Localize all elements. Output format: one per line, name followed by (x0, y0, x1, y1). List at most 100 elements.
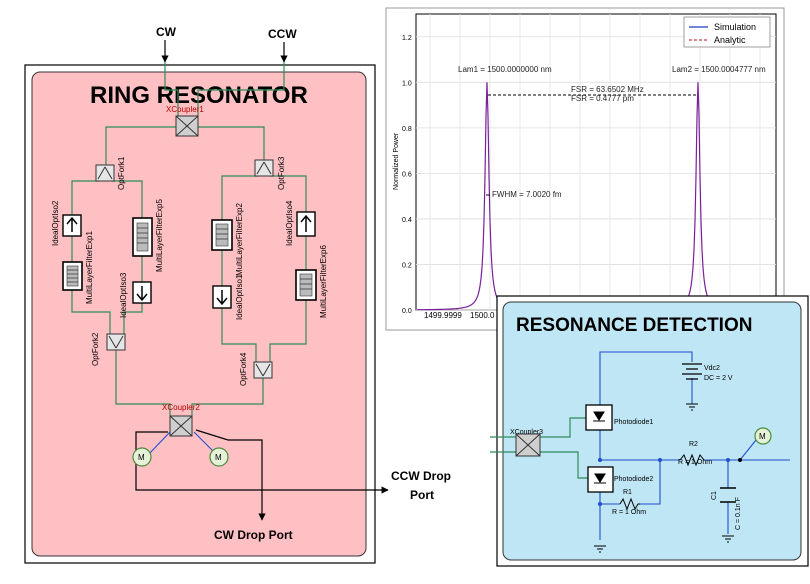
wire (105, 126, 176, 165)
isolator-3[interactable] (132, 281, 152, 304)
ground-icon (686, 403, 698, 411)
voltage-source[interactable] (682, 363, 702, 380)
y-tick-label: 0.8 (402, 126, 412, 133)
ring-inner-panel (31, 71, 367, 557)
photodiode-2-label: Photodiode2 (614, 476, 653, 483)
wire (115, 350, 171, 416)
optfork3[interactable] (254, 159, 274, 177)
legend-entry-analytic: Analytic (714, 35, 746, 45)
junction-dot (658, 458, 662, 462)
junction-dot (726, 458, 730, 462)
wire (270, 175, 307, 212)
resistor-r1[interactable] (619, 497, 640, 511)
power-meter-left[interactable]: M (132, 447, 152, 467)
r1-label: R1 (623, 489, 632, 496)
wire-meter-right (193, 431, 215, 453)
filter-6[interactable] (295, 269, 317, 301)
legend-box (683, 16, 771, 48)
power-meter-right[interactable]: M (209, 447, 229, 467)
optfork2[interactable] (106, 333, 126, 351)
optfork1[interactable] (95, 164, 115, 182)
y-tick-label: 1.0 (402, 80, 412, 87)
wire (599, 351, 693, 405)
photodiode-1-label: Photodiode1 (614, 419, 653, 426)
cw-input-label: CW (156, 25, 177, 39)
ground-icon (594, 545, 606, 553)
wire (600, 460, 661, 505)
ccw-drop-label-line1: CCW Drop (391, 469, 451, 483)
y-tick-label: 0.2 (402, 262, 412, 269)
optfork2-label: OptFork2 (91, 332, 100, 366)
wire (123, 303, 143, 334)
meter-label: M (759, 432, 766, 441)
wire (490, 417, 586, 438)
cw-drop-arrow (195, 429, 266, 521)
optfork4[interactable] (253, 361, 273, 379)
ground-icon (722, 535, 734, 543)
wire (71, 290, 111, 334)
meter-label: M (138, 453, 145, 462)
fsr-mhz-label: FSR = 63.6502 MHz (571, 85, 644, 94)
r1-value: R = 1 Ohm (612, 509, 646, 516)
y-tick-label: 0.4 (402, 217, 412, 224)
wire (221, 175, 258, 220)
detection-panel: RESONANCE DETECTION Vdc2 DC = 2 V Photod… (490, 295, 809, 567)
capacitor-c1[interactable] (720, 487, 736, 503)
resistor-r2[interactable] (679, 453, 705, 467)
isolator-2[interactable] (62, 214, 82, 237)
ring-title: RING RESONATOR (90, 82, 308, 109)
y-tick-label: 0.6 (402, 171, 412, 178)
xcoupler1[interactable] (175, 115, 199, 137)
optfork4-label: OptFork4 (239, 352, 248, 386)
photodiode-2[interactable] (587, 466, 614, 493)
xcoupler2-label: XCoupler2 (162, 403, 200, 412)
ccw-drop-label-line2: Port (410, 488, 434, 502)
wire (198, 126, 265, 160)
chart-panel: 0.00.20.40.60.81.01.2 Normalized Power 1… (385, 7, 785, 331)
filter-2[interactable] (211, 219, 233, 251)
detection-inner-panel (502, 301, 802, 561)
legend: Simulation Analytic (683, 16, 771, 48)
isolator-4-label: IdealOptIso4 (285, 200, 294, 246)
wire (197, 62, 285, 116)
wire (191, 378, 264, 416)
wire (71, 180, 100, 215)
xcoupler1-label: XCoupler1 (166, 105, 204, 114)
wire (490, 451, 588, 479)
peak-label-lam1: Lam1 = 1500.0000000 nm (458, 65, 552, 74)
filter-6-label: MultiLayerFilterExp6 (319, 245, 328, 318)
r2-label: R2 (689, 441, 698, 448)
r2-value: R = 1 Ohm (678, 459, 712, 466)
wire (164, 62, 179, 116)
wire (269, 300, 307, 362)
optfork1-label: OptFork1 (117, 156, 126, 190)
filter-2-label: MultiLayerFilterExp2 (235, 203, 244, 276)
y-tick-label: 0.0 (402, 308, 412, 315)
vdc-label: Vdc2 (704, 365, 720, 372)
isolator-4[interactable] (296, 211, 316, 237)
junction-dot (598, 502, 602, 506)
wire-meter-left (147, 431, 171, 456)
filter-1-label: MultiLayerFilterExp1 (85, 231, 94, 304)
meter-label: M (215, 453, 222, 462)
xcoupler2[interactable] (169, 415, 193, 437)
wire (221, 308, 257, 362)
junction-dot (738, 458, 742, 462)
photodiode-1[interactable] (585, 404, 613, 431)
peak-label-lam2: Lam2 = 1500.0004777 nm (672, 65, 766, 74)
isolator-1[interactable] (212, 285, 232, 309)
vdc-value: DC = 2 V (704, 375, 733, 382)
optfork3-label: OptFork3 (277, 156, 286, 190)
voltage-meter[interactable]: M (754, 427, 772, 445)
wire (112, 180, 143, 218)
isolator-1-label: IdealOptIso1 (235, 274, 244, 320)
filter-1[interactable] (62, 261, 83, 291)
y-tick-label: 1.2 (402, 35, 412, 42)
c1-value: C = 0.1n F (735, 497, 742, 530)
xcoupler3[interactable] (515, 433, 541, 457)
fwhm-label: FWHM = 7.0020 fm (492, 190, 562, 199)
cw-drop-label: CW Drop Port (214, 528, 293, 542)
filter-5[interactable] (132, 217, 153, 257)
fsr-pm-label: FSR = 0.4777 pm (571, 94, 634, 103)
